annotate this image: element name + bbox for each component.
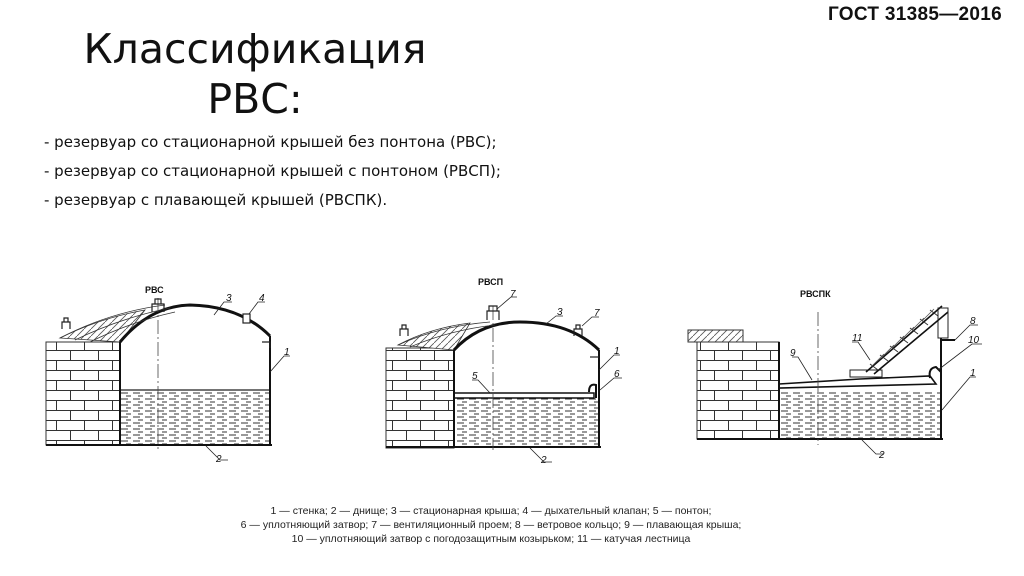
stationary-roof (452, 320, 601, 352)
list-item: - резервуар со стационарной крышей с пон… (44, 162, 501, 180)
leader-4 (248, 301, 265, 315)
leader-1 (598, 354, 620, 371)
leader-2 (861, 439, 884, 455)
gost-label: ГОСТ 31385—2016 (827, 4, 1002, 25)
page-title: Классификация РВС: (83, 25, 427, 123)
leader-8 (954, 324, 978, 341)
callout-2: 2 (878, 450, 885, 461)
brick-wall (45, 341, 121, 446)
tank-rvs: РВС 3 4 1 2 (45, 285, 290, 465)
tank-label: РВСП (478, 277, 503, 287)
leader-3 (545, 315, 563, 325)
leader-2 (529, 447, 552, 463)
leader-1 (941, 376, 976, 411)
callout-6: 6 (614, 369, 620, 380)
legend-line: 6 — уплотняющий затвор; 7 — вентиляционн… (240, 519, 742, 531)
callout-3: 3 (557, 307, 563, 318)
floating-roof (778, 375, 938, 389)
leader-6 (599, 377, 622, 391)
liquid-lines (454, 401, 599, 448)
legend-line: 10 — уплотняющий затвор с погодозащитным… (291, 533, 691, 545)
leader-11 (852, 341, 871, 361)
leader-10 (937, 343, 982, 371)
leader-3 (213, 301, 232, 316)
callout-2: 2 (215, 454, 222, 465)
liquid-lines (779, 393, 941, 442)
liquid-lines (120, 393, 270, 445)
leader-7-right (581, 316, 599, 327)
callout-3: 3 (226, 293, 232, 304)
classification-list: - резервуар со стационарной крышей без п… (44, 128, 501, 215)
callout-1: 1 (284, 347, 290, 358)
tank-rvspk: РВСПК 11 9 8 10 1 2 (687, 289, 982, 461)
roof-deck (849, 369, 883, 378)
leader-1 (269, 355, 290, 373)
leader-5 (472, 379, 491, 394)
seal-shield (928, 365, 942, 379)
callout-10: 10 (968, 335, 980, 346)
wind-girder (687, 329, 744, 343)
callout-2: 2 (540, 455, 547, 466)
tank-diagrams: РВС 3 4 1 2 РВСП 7 3 7 (45, 277, 982, 466)
pontoon (453, 392, 595, 399)
leader-2 (205, 445, 228, 461)
callout-5: 5 (472, 371, 478, 382)
callout-7: 7 (510, 289, 516, 300)
brick-wall (696, 341, 780, 440)
tank-label: РВС (145, 285, 164, 295)
tank-label: РВСПК (800, 289, 831, 299)
callout-8: 8 (970, 316, 976, 327)
wall-fitting (262, 341, 271, 348)
pipe-left (399, 324, 409, 336)
roof-ribs (59, 304, 176, 343)
roof-cutaway (396, 322, 471, 351)
callout-1: 1 (970, 368, 976, 379)
breathing-valve (242, 313, 251, 324)
roof-ribs (397, 321, 496, 348)
roof-vent (151, 298, 165, 312)
callout-1: 1 (614, 346, 620, 357)
rolling-ladder (865, 305, 949, 375)
callout-9: 9 (790, 348, 796, 359)
callout-7: 7 (594, 308, 600, 319)
legend: 1 — стенка; 2 — днище; 3 — стационарная … (200, 504, 782, 546)
callout-11: 11 (852, 333, 862, 344)
vent-opening-right (573, 324, 583, 336)
brick-wall (385, 347, 455, 449)
list-item: - резервуар со стационарной крышей без п… (44, 133, 497, 151)
leader-9 (792, 356, 813, 381)
roof-cutaway (58, 309, 146, 343)
legend-line: 1 — стенка; 2 — днище; 3 — стационарная … (270, 505, 712, 517)
seal (588, 383, 597, 398)
list-item: - резервуар с плавающей крышей (РВСПК). (44, 191, 388, 209)
pipe-left (61, 317, 71, 329)
callout-4: 4 (259, 293, 265, 304)
tank-rvsp: РВСП 7 3 7 1 6 5 2 (385, 277, 622, 466)
leader-7-top (496, 296, 517, 310)
